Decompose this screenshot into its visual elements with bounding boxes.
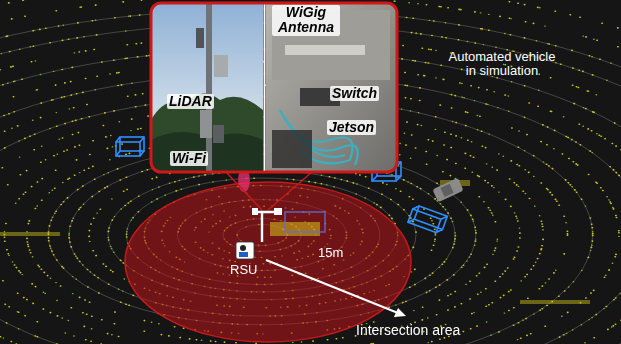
scene-label: 15m (318, 246, 343, 260)
photo-label: Jetson (327, 120, 376, 135)
photo-label: Wi-Fi (170, 151, 208, 166)
scan-ring (0, 96, 593, 344)
scene-label: Automated vehicle in simulation (446, 50, 558, 79)
scene-label: RSU (230, 263, 257, 277)
scan-ring (0, 9, 621, 344)
photo-label: Switch (330, 86, 379, 101)
scene-label: Intersection area (356, 323, 460, 338)
photo-label: WiGig Antenna (272, 5, 340, 36)
photo-label: LiDAR (167, 94, 214, 109)
